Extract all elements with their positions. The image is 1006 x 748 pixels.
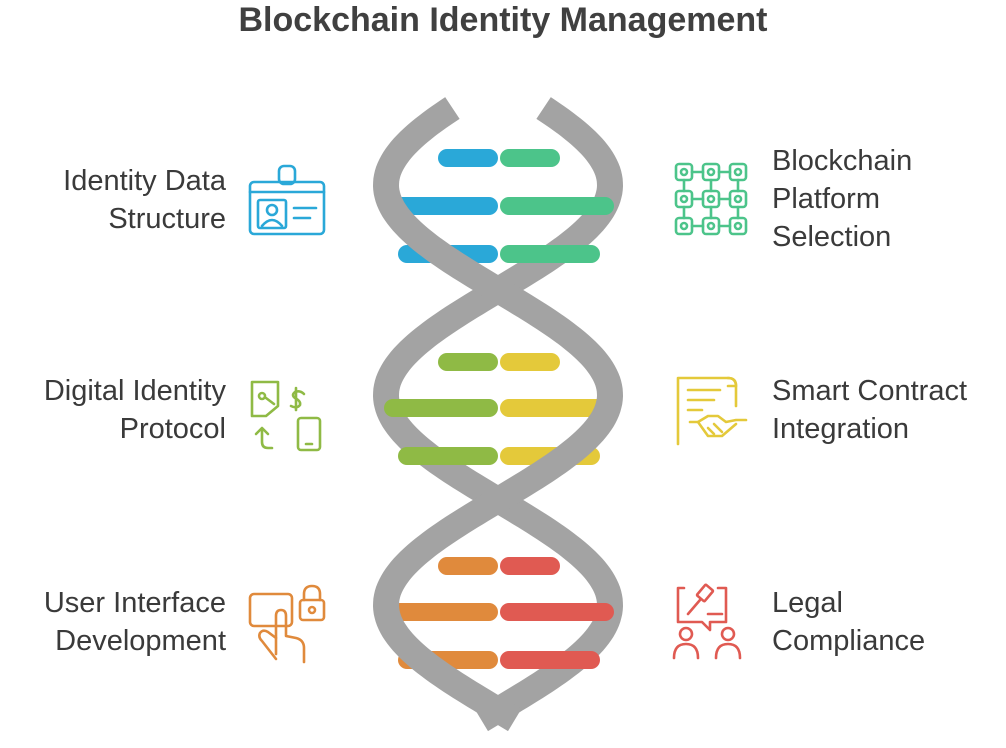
rung-left-1-2 [398,447,498,465]
rung-right-2-1 [500,603,614,621]
rung-right-1-0 [500,353,560,371]
legal-users-icon [672,583,742,660]
helix-strand-front [372,97,624,732]
label-digital-identity-protocol: Digital Identity Protocol [43,375,226,445]
id-card-icon [248,164,326,236]
rung-right-0-2 [500,245,600,263]
rung-left-0-0 [438,149,498,167]
rung-right-2-2 [500,651,600,669]
label-user-interface-development: User Interface Development [43,587,226,657]
rung-right-0-0 [500,149,560,167]
rung-right-2-0 [500,557,560,575]
touch-lock-icon [248,584,326,664]
rung-left-1-1 [384,399,498,417]
label-legal-compliance: Legal Compliance [772,587,926,657]
identity-transfer-icon [250,380,322,452]
rung-right-0-1 [500,197,614,215]
label-identity-data-structure: Identity Data Structure [63,165,226,235]
rung-left-0-1 [384,197,498,215]
blockchain-network-icon [674,162,748,236]
label-blockchain-platform-selection: Blockchain Platform Selection [772,145,913,253]
rung-left-2-0 [438,557,498,575]
rung-left-1-0 [438,353,498,371]
front-strand [372,97,624,732]
label-smart-contract-integration: Smart Contract Integration [772,375,967,445]
rung-left-2-1 [384,603,498,621]
rung-right-1-1 [500,399,614,417]
contract-handshake-icon [676,376,748,446]
diagram-title: Blockchain Identity Management [238,1,768,39]
